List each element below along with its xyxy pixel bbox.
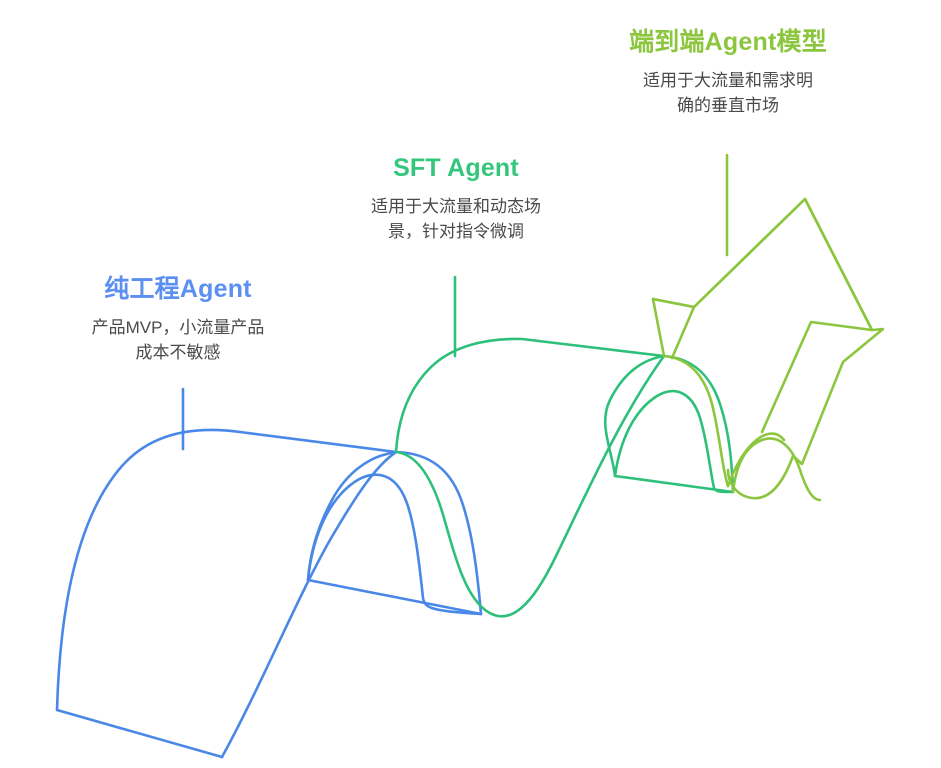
stage-2-inner-top	[662, 354, 735, 494]
stage-1-inner-top	[394, 450, 483, 616]
stage-3-body-curve	[731, 437, 822, 502]
stage-1-shape	[55, 428, 483, 759]
stage-1-top-face	[55, 428, 398, 712]
stage-1-inner-ridge	[306, 450, 398, 582]
stage-3-arrow-barb-right	[760, 320, 874, 434]
callout-stage-2: SFT Agent 适用于大流量和动态场 景，针对指令微调	[330, 153, 582, 245]
stage-3-arrow-barb-left	[651, 297, 696, 360]
stage-1-description-line-2: 成本不敏感	[135, 342, 221, 362]
stage-3-arrow-tip	[692, 197, 874, 332]
stage-1-description: 产品MVP，小流量产品 成本不敏感	[52, 316, 304, 365]
stage-2-shape	[394, 337, 735, 618]
stage-3-shaft-left	[662, 354, 730, 488]
stage-3-description-line-2: 确的垂直市场	[677, 95, 779, 115]
callout-stage-3: 端到端Agent模型 适用于大流量和需求明 确的垂直市场	[602, 27, 854, 119]
stage-1-front-edge	[55, 708, 224, 759]
stage-2-inner-ridge	[603, 354, 666, 478]
stage-2-description-line-2: 景，针对指令微调	[388, 221, 524, 241]
callout-stage-1: 纯工程Agent 产品MVP，小流量产品 成本不敏感	[52, 274, 304, 366]
stage-1-end-face-arch	[306, 473, 483, 616]
stage-3-description: 适用于大流量和需求明 确的垂直市场	[602, 69, 854, 118]
stage-3-shaft-valley	[726, 432, 786, 488]
stage-1-description-line-1: 产品MVP，小流量产品	[91, 318, 265, 338]
stage-3-title: 端到端Agent模型	[629, 28, 827, 56]
stage-1-bottom-face	[220, 450, 398, 759]
stage-3-arrow-head	[651, 197, 885, 500]
stage-2-title: SFT Agent	[393, 154, 519, 182]
stage-2-description: 适用于大流量和动态场 景，针对指令微调	[330, 195, 582, 244]
stage-1-end-face	[306, 578, 483, 616]
stage-2-top-face	[394, 337, 666, 454]
stage-2-lower-face	[394, 354, 666, 618]
stage-1-title: 纯工程Agent	[104, 275, 252, 303]
stage-3-shape	[651, 197, 885, 502]
stage-2-end-face-arch	[613, 389, 735, 494]
stage-2-description-line-1: 适用于大流量和动态场	[371, 197, 541, 217]
stage-3-description-line-1: 适用于大流量和需求明	[643, 71, 813, 91]
